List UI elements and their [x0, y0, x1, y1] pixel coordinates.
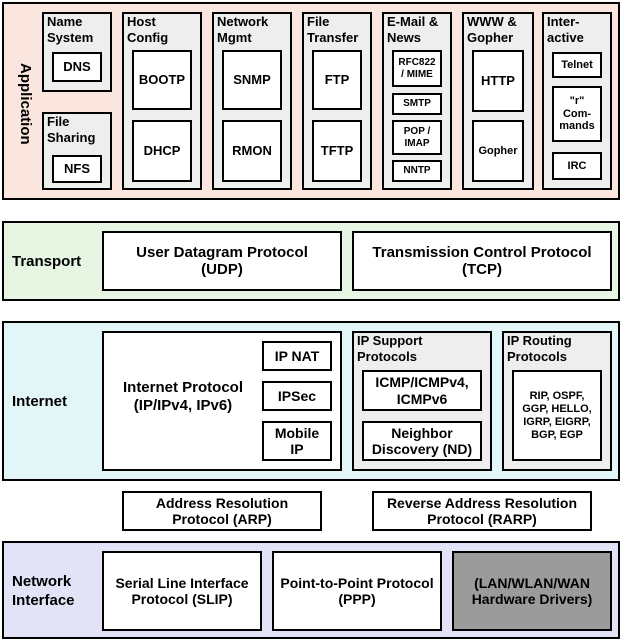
irc-box: IRC: [552, 152, 602, 180]
transport-layer-label: Transport: [12, 253, 82, 270]
slip-box: Serial Line Interface Protocol (SLIP): [102, 551, 262, 631]
ppp-box: Point-to-Point Protocol (PPP): [272, 551, 442, 631]
snmp-box: SNMP: [222, 50, 282, 110]
tcp-box: Transmission Control Protocol (TCP): [352, 231, 612, 291]
tftp-box: TFTP: [312, 120, 362, 182]
interactive-title: Inter- active: [547, 14, 584, 45]
bootp-box: BOOTP: [132, 50, 192, 110]
icmp-box: ICMP/ICMPv4, ICMPv6: [362, 370, 482, 411]
r-commands-box: "r" Com- mands: [552, 86, 602, 142]
host-config-title: Host Config: [127, 14, 169, 45]
udp-box: User Datagram Protocol (UDP): [102, 231, 342, 291]
arp-box: Address Resolution Protocol (ARP): [122, 491, 322, 531]
ip-nat-box: IP NAT: [262, 341, 332, 371]
name-system-title: Name System: [47, 14, 94, 45]
email-news-title: E-Mail & News: [387, 14, 439, 45]
network-mgmt-title: Network Mgmt: [217, 14, 269, 45]
www-gopher-title: WWW & Gopher: [467, 14, 517, 45]
application-layer-label: Application: [17, 63, 34, 145]
file-sharing-title: File Sharing: [47, 114, 96, 145]
http-box: HTTP: [472, 50, 524, 112]
ip-label: Internet Protocol (IP/IPv4, IPv6): [122, 379, 243, 414]
neighbor-discovery-box: Neighbor Discovery (ND): [362, 421, 482, 461]
ip-support-title: IP Support Protocols: [357, 333, 423, 364]
rmon-box: RMON: [222, 120, 282, 182]
smtp-box: SMTP: [392, 93, 442, 115]
nntp-box: NNTP: [392, 160, 442, 182]
rarp-box: Reverse Address Resolution Protocol (RAR…: [372, 491, 592, 531]
telnet-box: Telnet: [552, 52, 602, 78]
ipsec-box: IPSec: [262, 381, 332, 411]
dhcp-box: DHCP: [132, 120, 192, 182]
pop-imap-box: POP / IMAP: [392, 120, 442, 155]
file-transfer-title: File Transfer: [307, 14, 359, 45]
network-interface-layer-label: Network Interface: [12, 573, 75, 609]
ftp-box: FTP: [312, 50, 362, 110]
nfs-box: NFS: [52, 155, 102, 183]
hardware-drivers-box: (LAN/WLAN/WAN Hardware Drivers): [452, 551, 612, 631]
internet-layer-label: Internet: [12, 393, 68, 410]
gopher-box: Gopher: [472, 120, 524, 182]
ip-routing-title: IP Routing Protocols: [507, 333, 572, 364]
routing-protocols-box: RIP, OSPF, GGP, HELLO, IGRP, EIGRP, BGP,…: [512, 370, 602, 461]
mobile-ip-box: Mobile IP: [262, 421, 332, 461]
dns-box: DNS: [52, 52, 102, 82]
rfc822-mime-box: RFC822 / MIME: [392, 50, 442, 87]
